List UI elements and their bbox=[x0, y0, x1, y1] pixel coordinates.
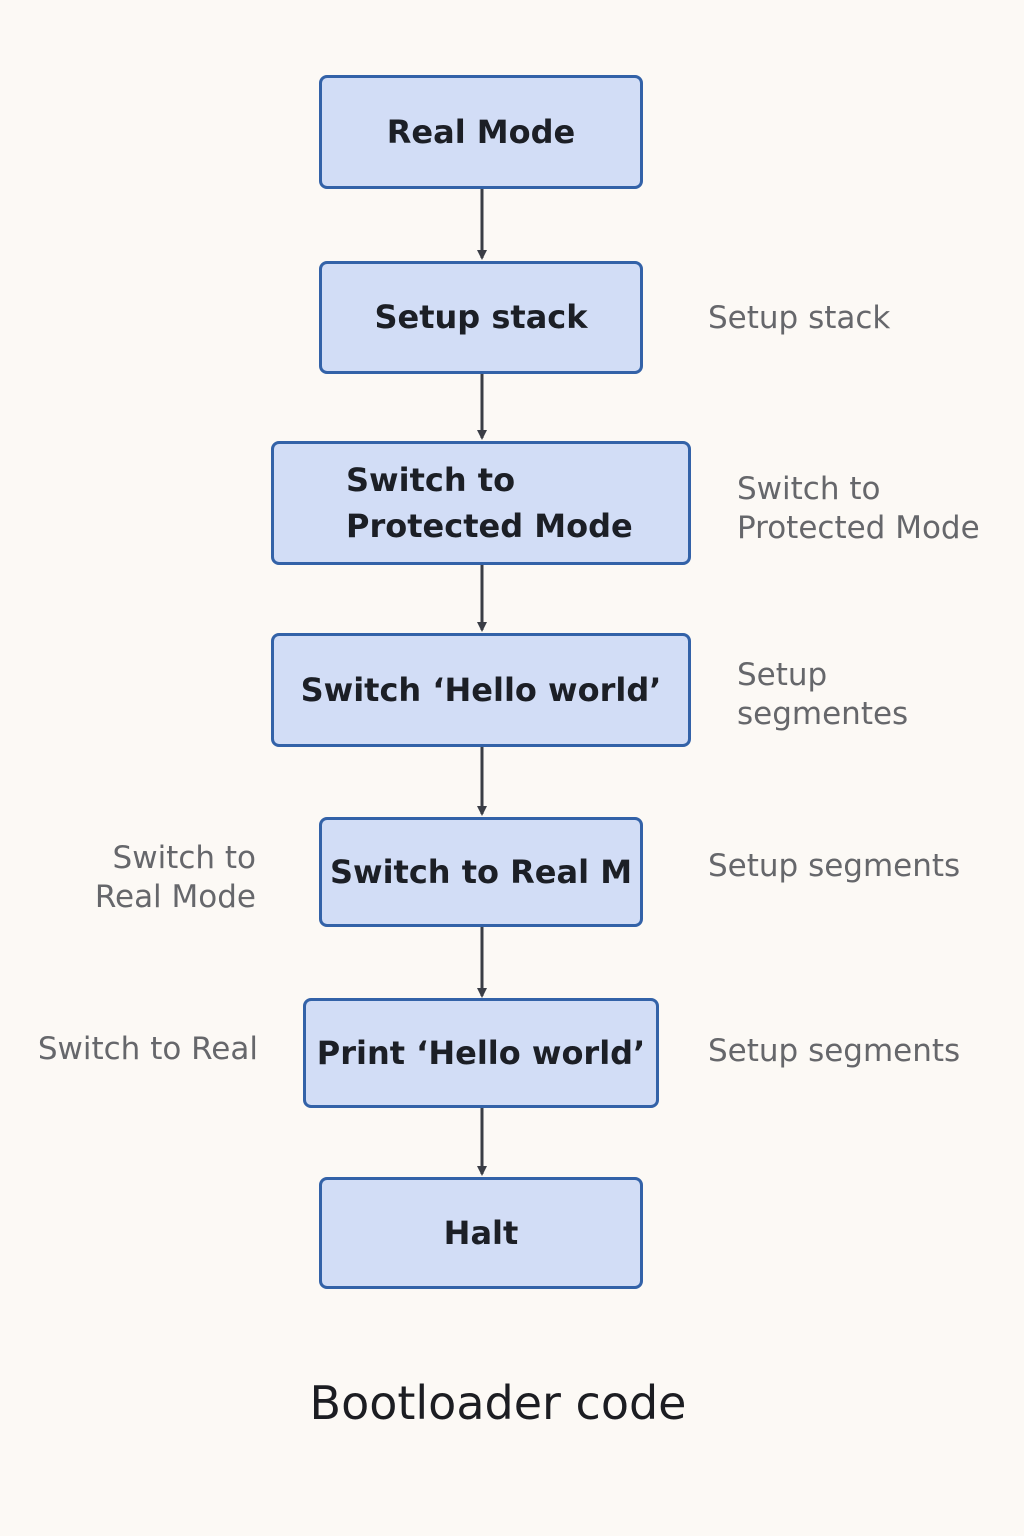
step-setup-stack: Setup stack bbox=[319, 261, 643, 374]
step-label: Print ‘Hello world’ bbox=[316, 1033, 646, 1072]
step-print-hello-world: Print ‘Hello world’ bbox=[303, 998, 659, 1108]
left-note-switch-to-real: Switch to Real bbox=[37, 1031, 258, 1067]
step-halt: Halt bbox=[319, 1177, 643, 1289]
right-note-setup-segmentes: Setup segmentes bbox=[737, 657, 909, 732]
step-switch-to-protected-mode: Switch to Protected Mode bbox=[271, 441, 691, 565]
step-label: Real Mode bbox=[386, 112, 576, 151]
right-note-setup-stack: Setup stack bbox=[708, 300, 891, 336]
step-switch-hello-world: Switch ‘Hello world’ bbox=[271, 633, 691, 747]
step-label: Halt bbox=[443, 1213, 519, 1252]
diagram-caption: Bootloader code bbox=[309, 1376, 687, 1430]
step-label: Switch to Protected Mode bbox=[346, 460, 633, 545]
right-note-setup-segments-2: Setup segments bbox=[708, 1033, 961, 1069]
left-note-switch-to-real-mode: Switch to Real Mode bbox=[94, 840, 256, 915]
right-note-setup-segments-1: Setup segments bbox=[708, 848, 961, 884]
step-label: Setup stack bbox=[374, 298, 588, 337]
step-real-mode: Real Mode bbox=[319, 75, 643, 189]
right-note-switch-to-protected-mode: Switch to Protected Mode bbox=[737, 471, 980, 546]
step-label: Switch to Real M bbox=[329, 852, 633, 891]
step-label: Switch ‘Hello world’ bbox=[300, 670, 662, 709]
step-switch-to-real-mode: Switch to Real M bbox=[319, 817, 643, 927]
